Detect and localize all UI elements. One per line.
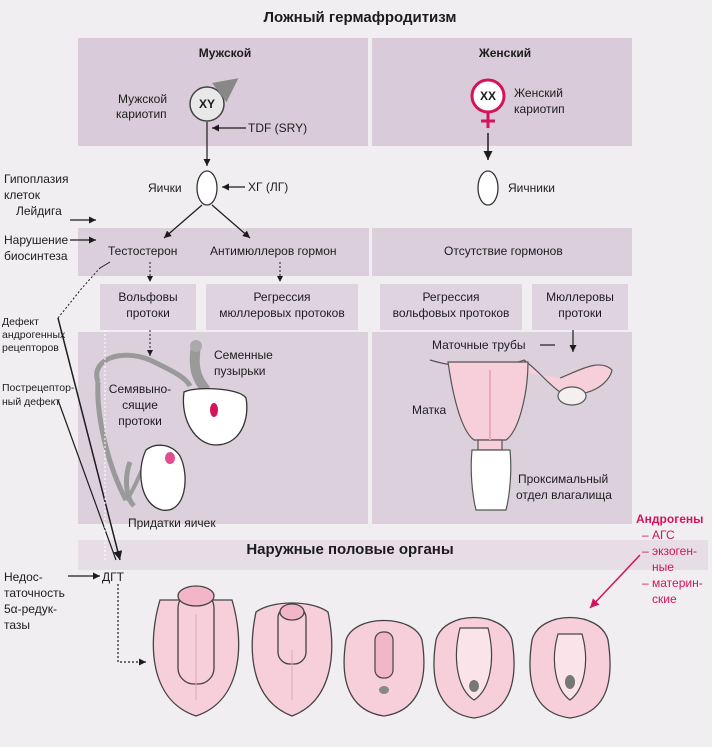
defect-receptor-3: рецепторов — [2, 342, 59, 354]
external-header: Наружные половые органы — [246, 541, 454, 558]
female-karyotype-label-1: Женский — [514, 86, 563, 100]
mullerian-regression-label-2: мюллеровых протоков — [219, 306, 345, 320]
dht-label: ДГТ — [102, 570, 124, 584]
mullerian-regression-label-1: Регрессия — [253, 290, 311, 304]
defect-biosynthesis-2: биосинтеза — [4, 249, 68, 263]
defect-leydig-2: клеток — [4, 188, 40, 202]
male-header: Мужской — [198, 46, 252, 60]
external-genitalia-2-icon — [251, 602, 333, 717]
no-hormones-label: Отсутствие гормонов — [444, 244, 563, 258]
external-genitalia-4-icon — [433, 616, 515, 719]
androgens-item-3: ные — [652, 560, 674, 574]
male-karyotype-label-1: Мужской — [118, 92, 168, 106]
defect-leydig-1: Гипоплазия — [4, 172, 69, 186]
female-header: Женский — [478, 46, 532, 60]
page-title: Ложный гермафродитизм — [263, 9, 457, 26]
female-symbol-icon — [470, 78, 506, 128]
external-genitalia-5-icon — [529, 616, 611, 719]
defect-receptor-2: андрогенных — [2, 329, 66, 341]
seminal-vesicles-label-1: Семенные — [214, 348, 273, 362]
column-divider — [369, 38, 372, 528]
defect-postreceptor-1: Пострецептор- — [2, 382, 75, 394]
vas-deferens-label-2: сящие — [122, 398, 158, 412]
mullerian-box — [532, 284, 628, 330]
uterus-label: Матка — [412, 403, 447, 417]
wolffian-regression-label-2: вольфовых протоков — [392, 306, 510, 320]
androgens-title: Андрогены — [636, 512, 704, 526]
mullerian-label-2: протоки — [558, 306, 602, 320]
wolffian-box — [100, 284, 196, 330]
defect-biosynthesis-1: Нарушение — [4, 233, 69, 247]
ovaries-label: Яичники — [508, 181, 555, 195]
male-karyotype-label-2: кариотип — [116, 107, 167, 121]
tdf-label: TDF (SRY) — [248, 121, 308, 135]
defect-receptor-1: Дефект — [2, 316, 39, 328]
defect-reductase-2: таточность — [4, 586, 65, 600]
epididymis-label: Придатки яичек — [128, 516, 216, 530]
male-symbol-icon — [189, 78, 239, 122]
defect-reductase-1: Недос- — [4, 570, 43, 584]
mullerian-label-1: Мюллеровы — [546, 290, 614, 304]
testes-label: Яички — [148, 181, 182, 195]
vas-deferens-label-1: Семявыно- — [108, 382, 172, 396]
amh-label: Антимюллеров гормон — [210, 244, 337, 258]
external-genitalia-1-icon — [152, 585, 240, 717]
androgens-item-2: – экзоген- — [642, 544, 697, 558]
seminal-vesicles-label-2: пузырьки — [214, 364, 266, 378]
female-karyotype-symbol: XX — [479, 89, 496, 103]
defect-reductase-4: тазы — [4, 618, 31, 632]
vagina-label-1: Проксимальный — [518, 472, 609, 486]
female-karyotype-label-2: кариотип — [514, 102, 565, 116]
ovary-icon — [477, 170, 499, 206]
androgens-item-1: – АГС — [642, 528, 675, 542]
mullerian-regression-box — [206, 284, 358, 330]
external-genitalia-3-icon — [343, 620, 425, 717]
external-band — [78, 540, 708, 570]
hcg-label: ХГ (ЛГ) — [248, 180, 289, 194]
testis-icon — [196, 170, 218, 206]
vas-deferens-label-3: протоки — [118, 414, 162, 428]
female-internal-organs-icon — [429, 359, 613, 511]
vagina-label-2: отдел влагалища — [516, 488, 612, 502]
wolffian-label-2: протоки — [126, 306, 170, 320]
testosterone-label: Тестостерон — [108, 244, 178, 258]
defect-leydig-3: Лейдига — [16, 204, 62, 218]
defect-postreceptor-2: ный дефект — [2, 396, 61, 408]
wolffian-regression-label-1: Регрессия — [422, 290, 480, 304]
defect-reductase-3: 5α-редук- — [4, 602, 57, 616]
androgens-item-4: – материн- — [642, 576, 703, 590]
tubes-label: Маточные трубы — [432, 338, 526, 352]
wolffian-label-1: Вольфовы — [118, 290, 178, 304]
male-karyotype-symbol: XY — [198, 97, 215, 111]
wolffian-regression-box — [380, 284, 522, 330]
androgens-item-5: ские — [652, 592, 677, 606]
